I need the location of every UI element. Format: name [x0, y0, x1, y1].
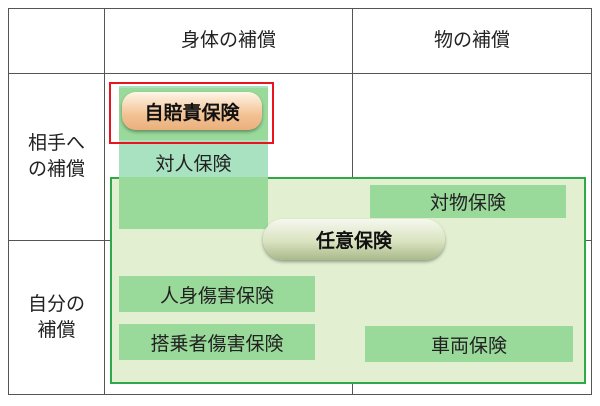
taijin-label: 対人保険	[155, 152, 232, 175]
row-header-self: 自分の 補償	[27, 292, 85, 341]
jinshin-box: 人身傷害保険	[119, 276, 315, 312]
column-header-property: 物の補償	[433, 29, 510, 52]
table-line-label-col	[104, 8, 105, 395]
table-border-top	[8, 8, 592, 9]
tojosha-box: 搭乗者傷害保険	[119, 324, 315, 360]
table-line-header-row	[8, 73, 592, 74]
jibaiseki-badge: 自賠責保険	[122, 92, 262, 130]
column-header-body: 身体の補償	[180, 29, 276, 52]
table-border-right	[591, 8, 592, 395]
taijin-lower-block	[119, 177, 268, 229]
table-border-left	[8, 8, 9, 395]
taibutsu-box: 対物保険	[370, 185, 566, 218]
sharyo-box: 車両保険	[365, 326, 573, 362]
table-border-bottom	[8, 394, 592, 395]
row-header-other-party: 相手へ の補償	[27, 132, 85, 180]
nini-badge: 任意保険	[263, 219, 445, 260]
jibaiseki-outline	[109, 82, 274, 144]
